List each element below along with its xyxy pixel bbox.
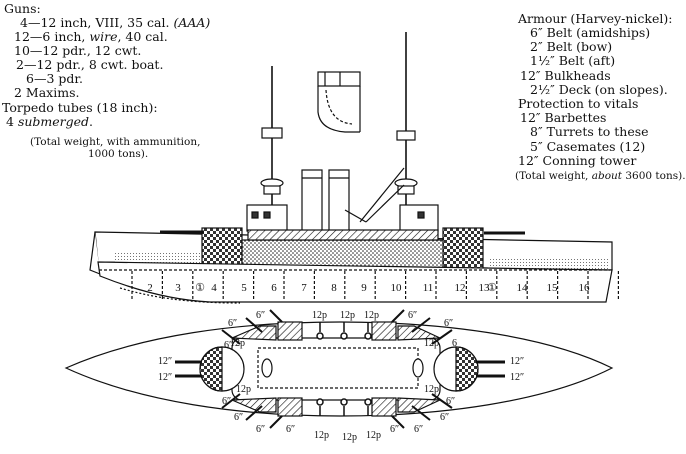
gun-line: 12—6 inch, wire, 40 cal.: [14, 30, 168, 44]
armour-line: 8″ Turrets to these: [530, 124, 649, 140]
armour-line: 12″ Conning tower: [518, 152, 637, 168]
plan-view: [64, 309, 614, 429]
label-6in: 6″: [414, 424, 423, 435]
label-12pdr: 12p: [314, 430, 329, 441]
label-6in: 6″: [446, 396, 455, 407]
label-6in: 6″: [256, 424, 265, 435]
label-6in: 6″: [440, 412, 449, 423]
compartment-number: 3: [175, 282, 181, 294]
guns-total-weight-1: (Total weight, with ammunition,: [30, 136, 201, 148]
compartment-number: 8: [331, 282, 337, 294]
label-12pdr: 12p: [342, 432, 357, 443]
armour-line: 6″ Belt (amidships): [530, 25, 651, 40]
armour-total-about: about: [591, 170, 623, 182]
gun-line-text: 4—12 inch, VIII, 35 cal.: [20, 15, 174, 30]
compartment-marker: ①: [487, 282, 497, 294]
label-6in: 6″: [256, 310, 265, 321]
compartment-number: 6: [271, 282, 277, 294]
gun-line-suffix: , 40 cal.: [117, 29, 168, 44]
compartment-number: 14: [517, 282, 529, 294]
gun-line: 4—12 inch, VIII, 35 cal. (AAA): [20, 16, 210, 30]
gun-line-italic: (AAA): [173, 15, 211, 30]
label-12pdr: 12p: [424, 338, 439, 349]
plan-labels: 6″ 6″ 6″ 6″ 6″ 6 12p 12p 12p 12p 12p 12″…: [158, 310, 524, 443]
gun-line-text: 2—12 pdr., 8 cwt. boat.: [16, 57, 164, 72]
compartment-number: 15: [547, 282, 559, 294]
armour-line: 1½″ Belt (aft): [530, 53, 616, 69]
label-6in: 6″: [224, 340, 233, 351]
label-12in: 12″: [158, 356, 172, 367]
gun-line-text: 12—6 inch,: [14, 29, 90, 44]
label-12pdr: 12p: [236, 384, 251, 395]
torpedo-end: .: [89, 114, 94, 129]
compartment-number: 11: [423, 282, 434, 294]
armour-line: 12″ Bulkheads: [520, 67, 611, 83]
label-6in: 6″: [228, 318, 237, 329]
label-6in: 6″: [408, 310, 417, 321]
armour-total-pre: (Total weight,: [515, 170, 592, 182]
armour-total-post: 3600 tons).: [622, 170, 686, 182]
gun-line: 6—3 pdr.: [26, 72, 83, 86]
label-6in: 6″: [286, 424, 295, 435]
label-12in: 12″: [510, 356, 524, 367]
turret-inset-detail: [317, 71, 361, 133]
gun-line-text: 6—3 pdr.: [26, 71, 83, 86]
label-12pdr: 12p: [340, 310, 355, 321]
compartment-number: 12: [455, 282, 466, 294]
guns-heading: Guns:: [4, 1, 41, 16]
gun-line: 10—12 pdr., 12 cwt.: [14, 44, 141, 58]
torpedo-detail: 4 submerged.: [6, 115, 93, 129]
compartment-number: 10: [391, 282, 403, 294]
armour-line: Protection to vitals: [518, 96, 639, 111]
compartment-number: 16: [579, 282, 591, 294]
label-6in: 6″: [444, 318, 453, 329]
gun-line-text: 10—12 pdr., 12 cwt.: [14, 43, 142, 58]
gun-line-text: 2 Maxims.: [14, 85, 80, 100]
compartment-number: 9: [361, 282, 367, 294]
gun-line-italic: wire: [89, 29, 118, 44]
armour-line: 2″ Belt (bow): [530, 39, 613, 55]
armour-heading: Armour (Harvey-nickel):: [518, 11, 673, 26]
label-6in: 6″: [234, 412, 243, 423]
label-12in: 12″: [158, 372, 172, 383]
armour-total-weight: (Total weight, about 3600 tons).: [515, 170, 686, 182]
torpedo-heading: Torpedo tubes (18 inch):: [2, 100, 158, 115]
compartment-number: 4: [211, 282, 217, 294]
armour-line: 5″ Casemates (12): [530, 138, 646, 154]
compartment-number: 5: [241, 282, 247, 294]
label-12in: 12″: [510, 372, 524, 383]
armour-line: 12″ Barbettes: [520, 110, 607, 126]
label-6in: 6″: [390, 424, 399, 435]
label-6in: 6: [452, 338, 457, 349]
torpedo-count: 4: [6, 114, 18, 129]
label-12pdr: 12p: [366, 430, 381, 441]
compartment-number: 13: [479, 282, 491, 294]
label-6in: 6″: [222, 396, 231, 407]
label-12pdr: 12p: [424, 384, 439, 395]
compartment-marker: ①: [195, 282, 205, 294]
armour-line: 2½″ Deck (on slopes).: [530, 81, 668, 97]
torpedo-type: submerged: [17, 114, 90, 129]
compartment-number: 2: [147, 282, 153, 294]
label-12pdr: 12p: [312, 310, 327, 321]
label-12pdr: 12p: [364, 310, 379, 321]
compartment-number: 7: [301, 282, 307, 294]
label-12pdr: 12p: [230, 338, 245, 349]
gun-line: 2—12 pdr., 8 cwt. boat.: [16, 58, 163, 72]
guns-total-weight-2: 1000 tons).: [88, 148, 149, 160]
gun-line: 2 Maxims.: [14, 86, 79, 100]
